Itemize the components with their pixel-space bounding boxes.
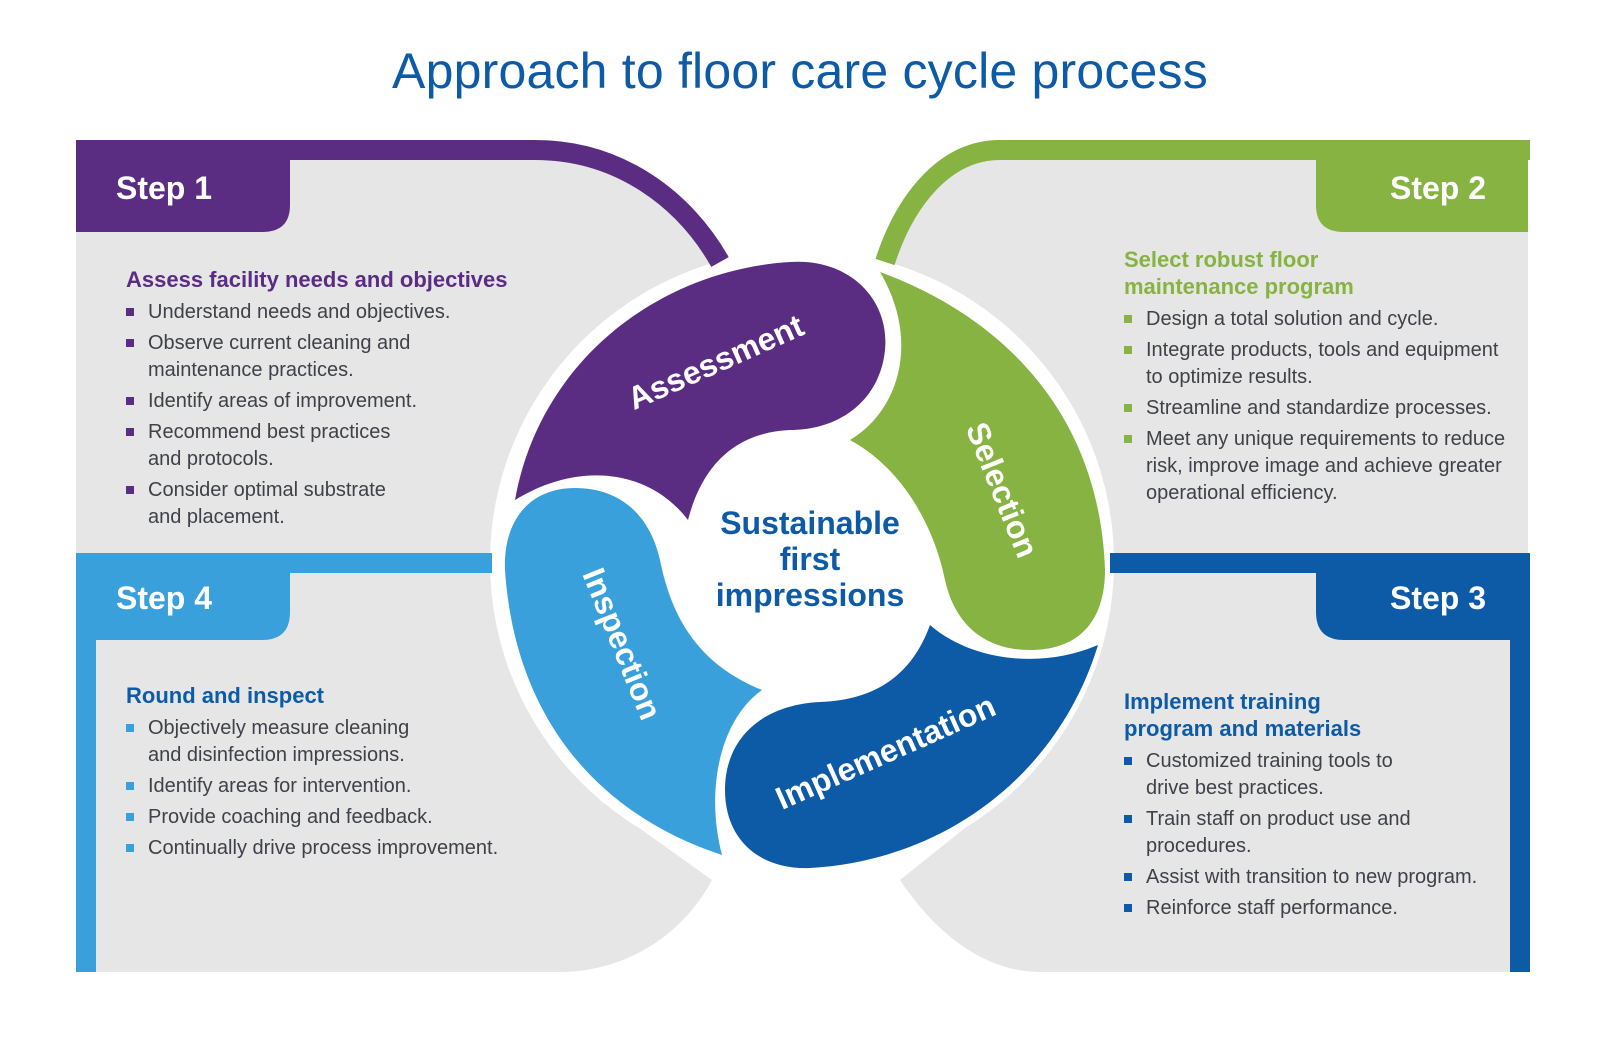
bullet-icon [126,339,134,347]
list-item: Objectively measure cleaning and disinfe… [126,715,428,769]
list-item: Integrate products, tools and equipment … [1124,337,1514,391]
step2-label: Step 2 [1390,170,1487,206]
step1-list: Understand needs and objectives. Observe… [126,299,546,531]
step2-tab [1316,150,1528,232]
list-item: Identify areas of improvement. [126,388,546,415]
step4-panel [76,560,712,972]
bullet-icon [1124,815,1132,823]
bullet-icon [1124,757,1132,765]
assessment-segment [515,261,886,520]
bullet-icon [1124,346,1132,354]
step3-tab [1316,560,1528,640]
list-item: Identify areas for intervention. [126,773,526,800]
step3-label: Step 3 [1390,580,1487,616]
step2-heading: Select robust floor maintenance program [1124,247,1354,299]
step2-outline [875,140,1530,266]
bullet-icon [126,397,134,405]
step4-label: Step 4 [116,580,213,616]
list-item: Meet any unique requirements to reduce r… [1124,426,1514,507]
step4-content: Round and inspect Objectively measure cl… [126,682,526,866]
step2-content: Select robust floor maintenance program … [1124,246,1514,511]
step2-panel [880,150,1528,560]
step1-panel [76,150,720,555]
step1-tab [76,150,290,232]
step1-heading: Assess facility needs and objectives [126,267,508,292]
list-item: Continually drive process improvement. [126,835,526,862]
bullet-icon [126,486,134,494]
list-item: Understand needs and objectives. [126,299,546,326]
step3-panel [900,560,1528,972]
implementation-segment [725,625,1098,869]
bullet-icon [126,844,134,852]
bullet-icon [126,813,134,821]
step3-content: Implement training program and materials… [1124,688,1494,926]
list-item: Provide coaching and feedback. [126,804,526,831]
list-item: Assist with transition to new program. [1124,864,1494,891]
bullet-icon [126,782,134,790]
bullet-icon [1124,904,1132,912]
step3-list: Customized training tools to drive best … [1124,748,1494,922]
list-item: Reinforce staff performance. [1124,895,1494,922]
bullet-icon [1124,315,1132,323]
list-item: Consider optimal substrate and placement… [126,477,418,531]
bullet-icon [126,308,134,316]
bullet-icon [1124,404,1132,412]
step3-heading: Implement training program and materials [1124,689,1362,741]
list-item: Design a total solution and cycle. [1124,306,1514,333]
center-line-1: Sustainable [720,505,900,541]
center-line-2: first [779,541,841,577]
list-item: Observe current cleaning and maintenance… [126,330,438,384]
bullet-icon [126,428,134,436]
selection-segment [850,272,1105,650]
list-item: Streamline and standardize processes. [1124,395,1514,422]
step4-list: Objectively measure cleaning and disinfe… [126,715,526,862]
step4-tab [76,560,290,640]
list-item: Recommend best practices and protocols. [126,419,418,473]
center-label: Sustainable first impressions [690,505,930,613]
bullet-icon [1124,435,1132,443]
page-title: Approach to floor care cycle process [392,43,1208,99]
list-item: Train staff on product use and procedure… [1124,806,1416,860]
step2-list: Design a total solution and cycle. Integ… [1124,306,1514,507]
step1-outline [76,140,729,267]
list-item: Customized training tools to drive best … [1124,748,1426,802]
step4-heading: Round and inspect [126,683,324,708]
bullet-icon [126,724,134,732]
step1-label: Step 1 [116,170,213,206]
bullet-icon [1124,873,1132,881]
step1-content: Assess facility needs and objectives Und… [126,266,546,535]
center-line-3: impressions [715,577,905,613]
inspection-segment [504,488,762,855]
